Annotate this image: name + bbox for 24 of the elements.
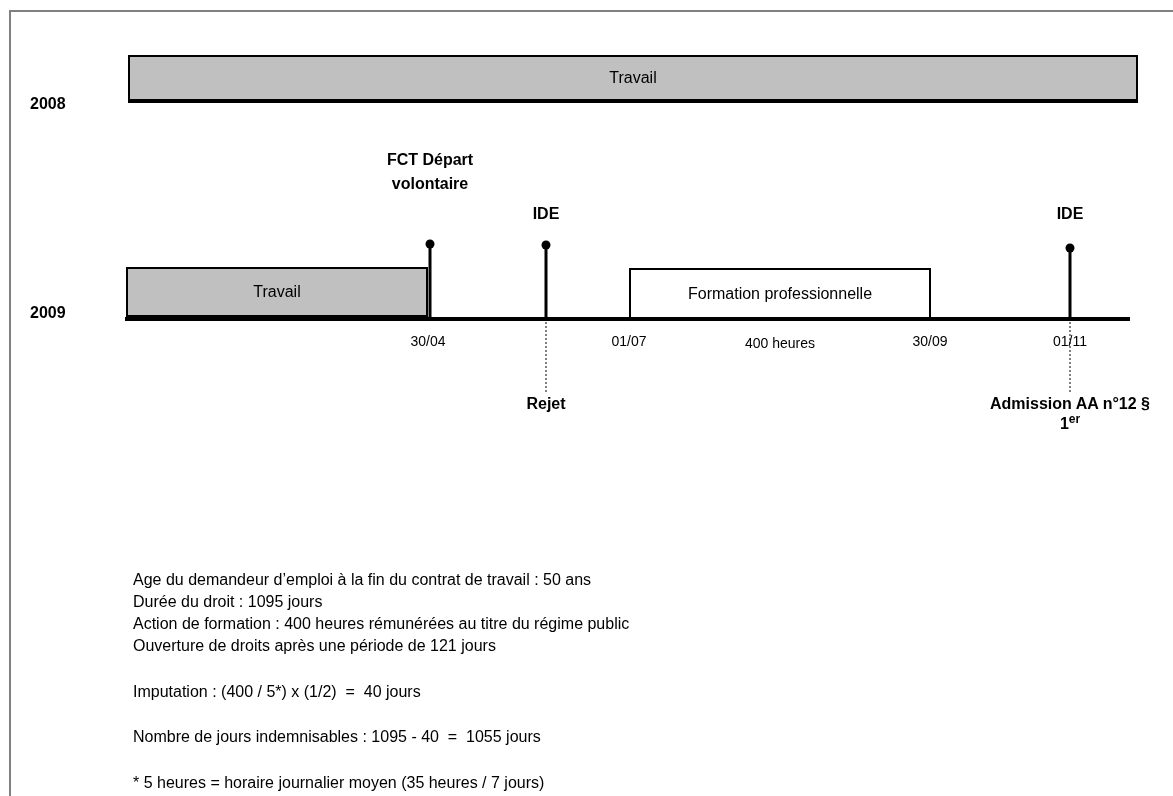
period-bar: Travail [126,267,428,319]
period-bar: Formation professionnelle [629,268,931,319]
leader-line [1069,321,1071,393]
year-label: 2009 [30,303,67,323]
date-label: 30/04 [409,332,447,351]
event-label: IDE [531,204,561,224]
note-text: Action de formation : 400 heures rémunérées au titre du régime public [133,614,631,634]
date-label: 30/09 [911,332,949,351]
date-label: 01/07 [610,332,648,351]
event-label: FCT Départ volontaire [385,150,475,194]
leader-line [545,321,547,393]
outcome-label: Admission AA n°12 § 1$^{er}$ [990,394,1150,438]
note-text: Nombre de jours indemnisables : 1095 - 40 = 1055 jours [133,727,542,747]
note-text: Ouverture de droits après une période de 121 jours [133,636,497,656]
date-label: 400 heures [743,334,817,353]
note-text: Imputation : (400 / 5*) x (1/2) = 40 jours [133,682,422,702]
year-label: 2008 [30,94,67,114]
outcome-label: Rejet [506,394,586,416]
period-bar: Travail [128,55,1138,103]
note-text: * 5 heures = horaire journalier moyen (35 heures / 7 jours) [133,773,546,793]
note-text: Age du demandeur d’emploi à la fin du contrat de travail : 50 ans [133,570,593,590]
date-label: 01/11 [1052,332,1088,351]
event-label: IDE [1055,204,1085,224]
note-text: Durée du droit : 1095 jours [133,592,324,612]
